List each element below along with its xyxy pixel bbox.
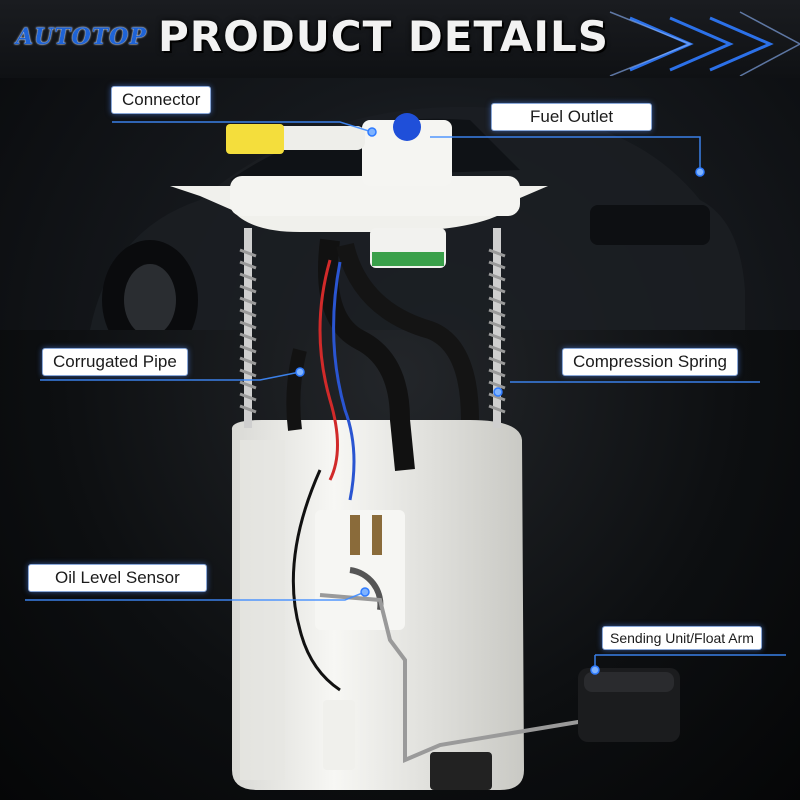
header-bar: AUTOTOP PRODUCT DETAILS <box>0 0 800 78</box>
page-title: PRODUCT DETAILS <box>158 12 609 61</box>
chevron-arrows-icon <box>609 11 800 76</box>
callout-compression-spring: Compression Spring <box>562 348 739 376</box>
callout-connector: Connector <box>111 86 212 114</box>
callout-corrugated-pipe: Corrugated Pipe <box>42 348 188 376</box>
brand-logo: AUTOTOP <box>16 24 147 50</box>
callout-sending-unit: Sending Unit/Float Arm <box>602 626 762 650</box>
fuel-outlet-cap <box>393 113 421 141</box>
callout-oil-level-sensor: Oil Level Sensor <box>28 564 207 592</box>
connector-shape <box>226 124 284 154</box>
callout-fuel-outlet: Fuel Outlet <box>491 103 653 131</box>
